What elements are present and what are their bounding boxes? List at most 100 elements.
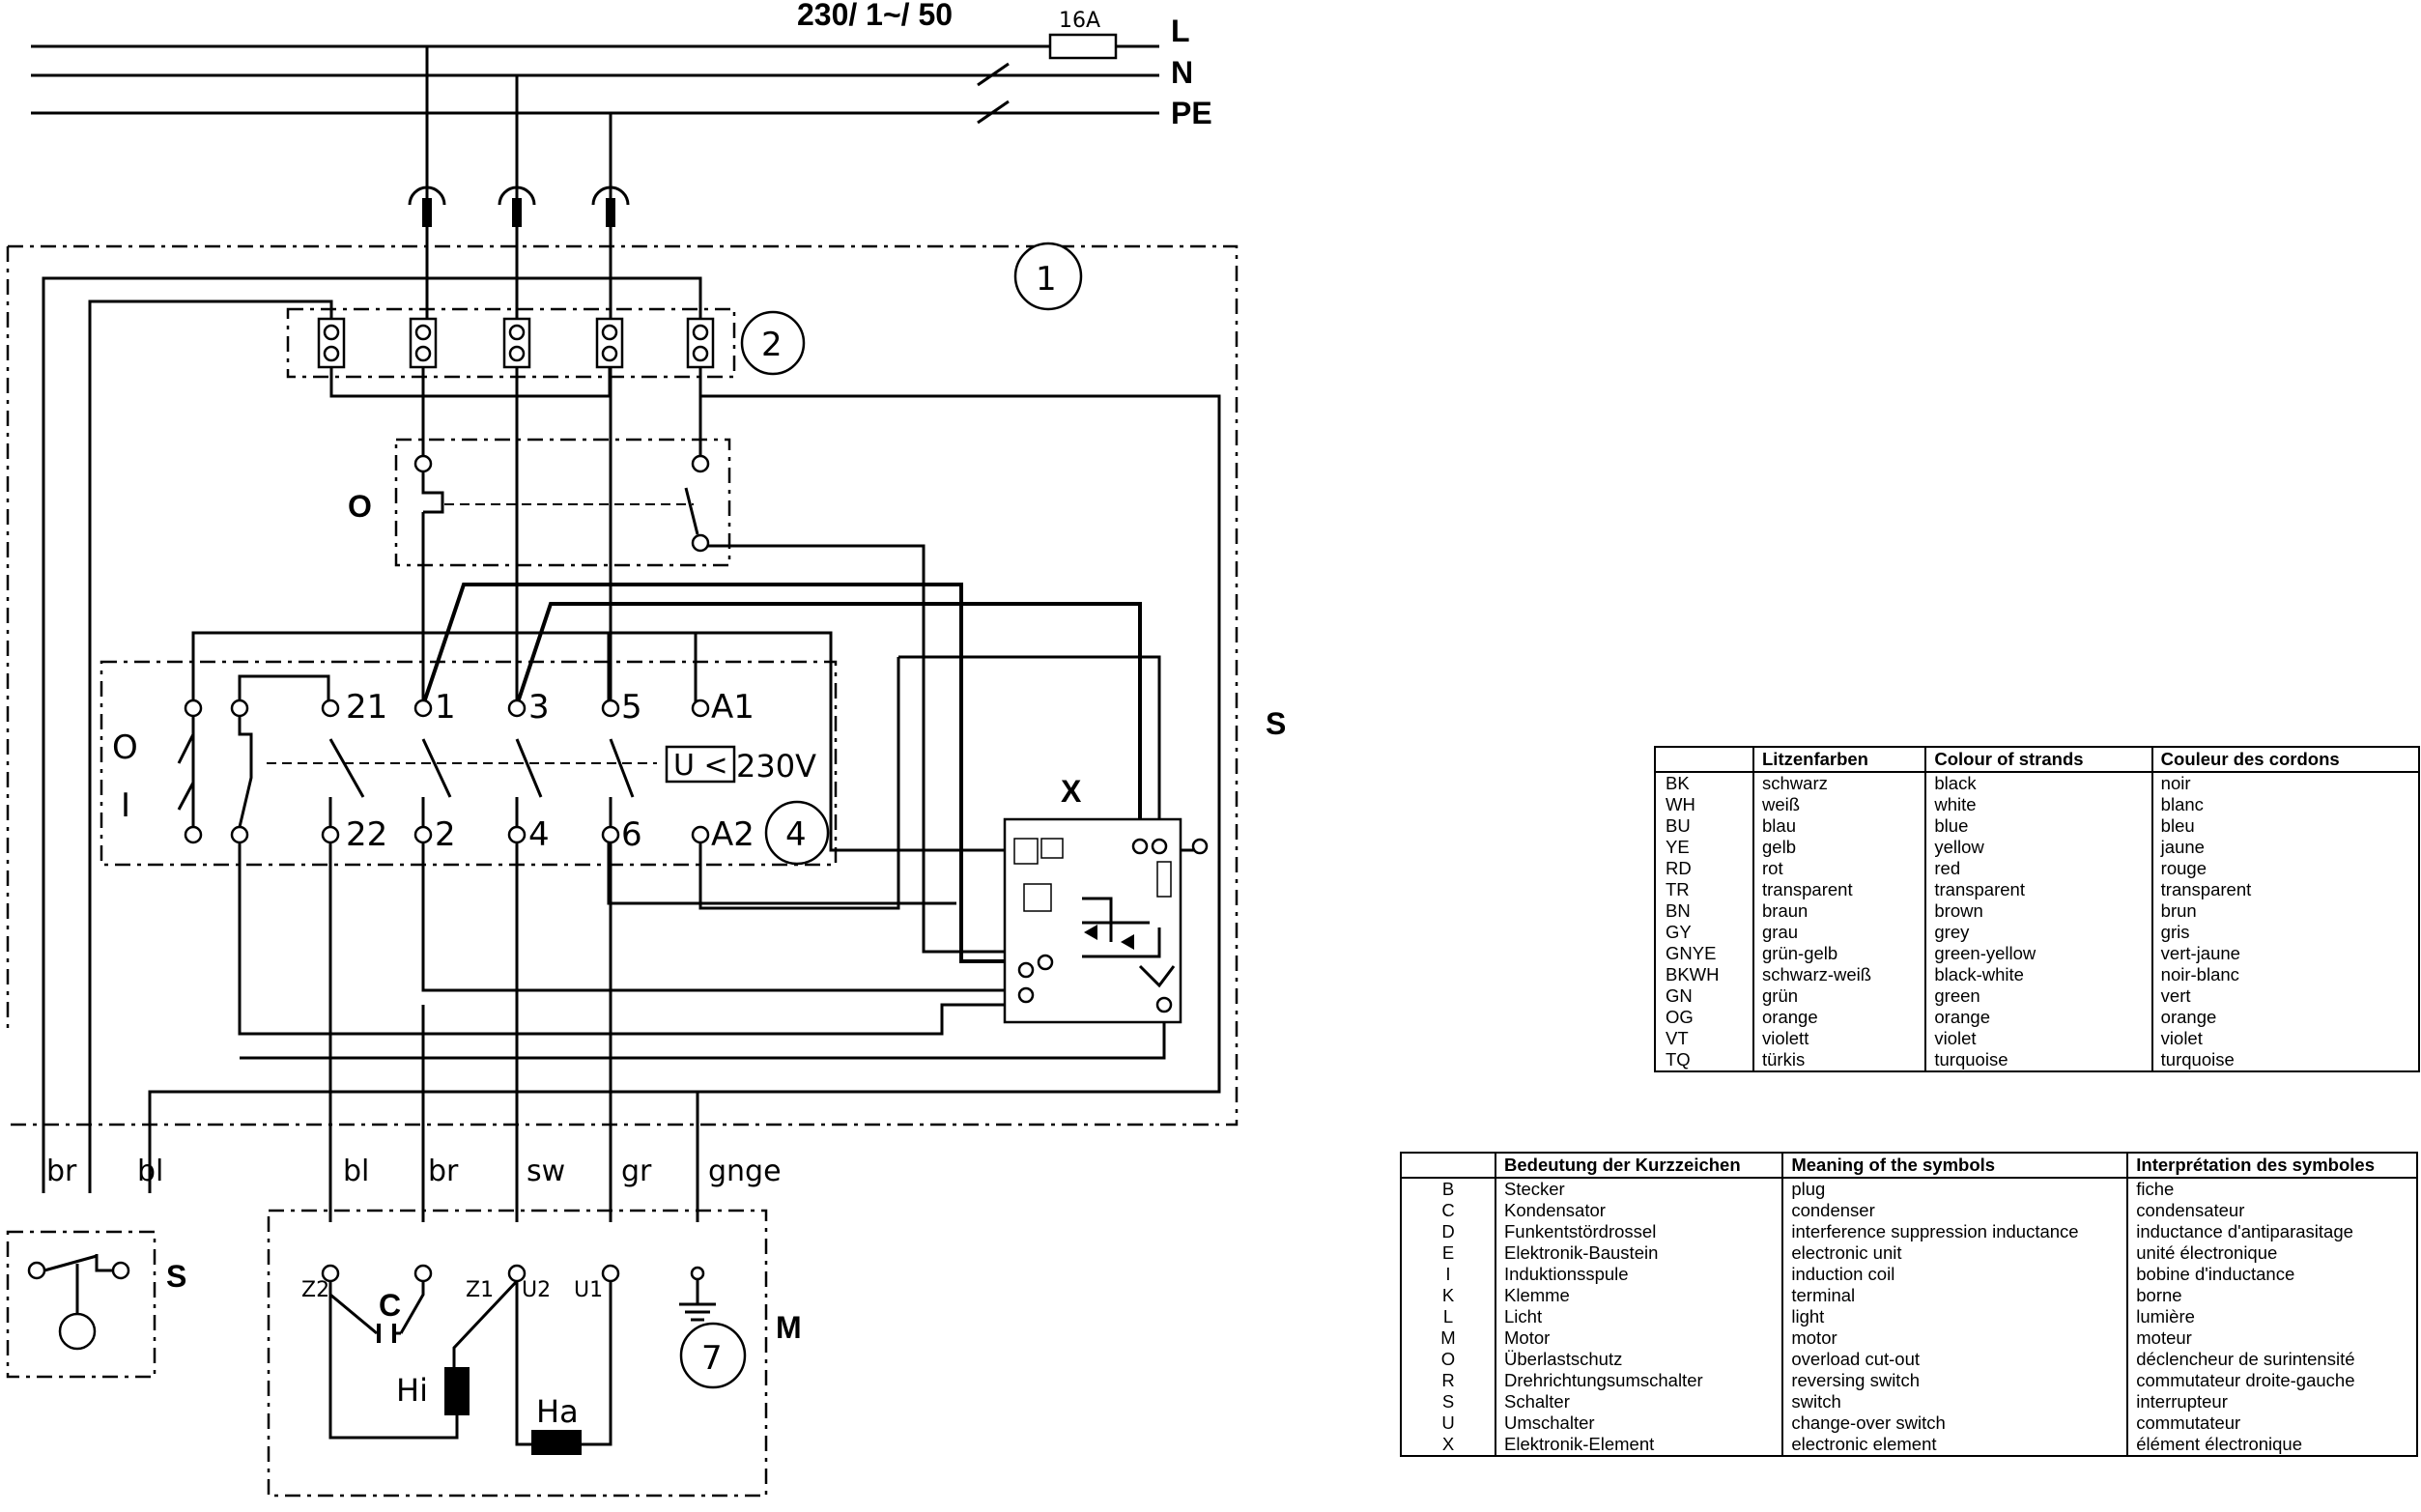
table-cell: black-white: [1924, 964, 2152, 985]
table-cell: TQ: [1666, 1049, 1691, 1070]
table-cell: interference suppression inductance: [1781, 1221, 2128, 1242]
table-cell: M: [1440, 1327, 1456, 1348]
table-cell: green: [1924, 985, 2152, 1007]
table-cell: vert-jaune: [2150, 943, 2419, 964]
table-cell: Umschalter: [1494, 1412, 1783, 1434]
table-cell: türkis: [1752, 1049, 1926, 1071]
table-cell: grau: [1752, 922, 1926, 943]
table-cell: OG: [1666, 1007, 1694, 1027]
motor-terminal-u1: U1: [574, 1278, 603, 1302]
overload-label: O: [348, 489, 372, 524]
table-cell: blau: [1752, 815, 1926, 837]
table-cell: Überlastschutz: [1494, 1349, 1783, 1370]
table-cell: brown: [1924, 900, 2152, 922]
table-cell: Drehrichtungsumschalter: [1494, 1370, 1783, 1391]
housing-number: 1: [1036, 260, 1057, 299]
table-cell: interrupteur: [2126, 1391, 2417, 1412]
table-cell: turquoise: [2150, 1049, 2419, 1071]
table-cell: commutateur: [2126, 1412, 2417, 1434]
table-cell: Elektronik-Element: [1494, 1434, 1783, 1456]
table-header-row: Bedeutung der Kurzzeichen Meaning of the…: [1401, 1153, 2417, 1179]
table-cell: inductance d'antiparasitage: [2126, 1221, 2417, 1242]
table-cell: BK: [1666, 773, 1690, 793]
supply-lines: 16A 230/ 1~/ 50 L N PE: [31, 0, 1212, 130]
table-cell: noir-blanc: [2150, 964, 2419, 985]
switch-on-label: I: [121, 786, 130, 825]
col-de: Litzenfarben: [1752, 747, 1926, 773]
table-cell: jaune: [2150, 837, 2419, 858]
table-cell: Klemme: [1494, 1285, 1783, 1306]
table-header-row: Litzenfarben Colour of strands Couleur d…: [1655, 747, 2419, 773]
cable-color-bl-1: bl: [137, 1155, 163, 1188]
table-cell: motor: [1781, 1327, 2128, 1349]
table-cell: U: [1441, 1412, 1455, 1433]
plug-icon: [408, 46, 630, 321]
col-symbol: [1401, 1153, 1495, 1179]
table-cell: yellow: [1924, 837, 2152, 858]
table-cell: unité électronique: [2126, 1242, 2417, 1264]
table-cell: reversing switch: [1781, 1370, 2128, 1391]
motor: Z2 Z1 U2 U1 C Hi Ha 7 M: [267, 1209, 802, 1498]
contact-6: 6: [621, 815, 642, 854]
table-cell: lumière: [2126, 1306, 2417, 1327]
cable-color-br-1: br: [46, 1155, 77, 1188]
col-en: Meaning of the symbols: [1781, 1153, 2128, 1179]
switch-off-label: O: [112, 728, 138, 767]
contact-21: 21: [346, 688, 387, 727]
table-cell: light: [1781, 1306, 2128, 1327]
motor-terminal-z2: Z2: [301, 1278, 329, 1302]
contact-4: 4: [528, 815, 550, 854]
table-cell: orange: [1924, 1007, 2152, 1028]
table-cell: déclencheur de surintensité: [2126, 1349, 2417, 1370]
table-cell: induction coil: [1781, 1264, 2128, 1285]
table-cell: C: [1441, 1200, 1455, 1220]
table-cell: grey: [1924, 922, 2152, 943]
contact-1: 1: [435, 688, 456, 727]
electronic-label: X: [1061, 774, 1082, 809]
table-cell: braun: [1752, 900, 1926, 922]
table-cell: switch: [1781, 1391, 2128, 1412]
overload-protector: O: [348, 438, 731, 567]
table-cell: grün-gelb: [1752, 943, 1926, 964]
contact-a1: A1: [711, 688, 755, 727]
motor-label: M: [776, 1310, 802, 1345]
table-cell: Motor: [1494, 1327, 1783, 1349]
housing-outline: 1: [6, 242, 1239, 1127]
table-cell: K: [1441, 1285, 1455, 1305]
cable-color-bl-2: bl: [343, 1155, 369, 1188]
cable-color-br-2: br: [428, 1155, 459, 1188]
table-cell: I: [1445, 1264, 1451, 1284]
table-cell: moteur: [2126, 1327, 2417, 1349]
table-cell: R: [1441, 1370, 1455, 1390]
table-cell: RD: [1666, 858, 1692, 878]
table-cell: vert: [2150, 985, 2419, 1007]
table-cell: borne: [2126, 1285, 2417, 1306]
table-cell: overload cut-out: [1781, 1349, 2128, 1370]
col-abbr: [1655, 747, 1753, 773]
table-cell: BU: [1666, 815, 1691, 836]
contact-22: 22: [346, 815, 387, 854]
table-cell: TR: [1666, 879, 1690, 899]
table-cell: transparent: [2150, 879, 2419, 900]
table-cell: bobine d'inductance: [2126, 1264, 2417, 1285]
table-cell: grün: [1752, 985, 1926, 1007]
table-cell: S: [1441, 1391, 1455, 1412]
table-cell: blue: [1924, 815, 2152, 837]
table-cell: BN: [1666, 900, 1691, 921]
